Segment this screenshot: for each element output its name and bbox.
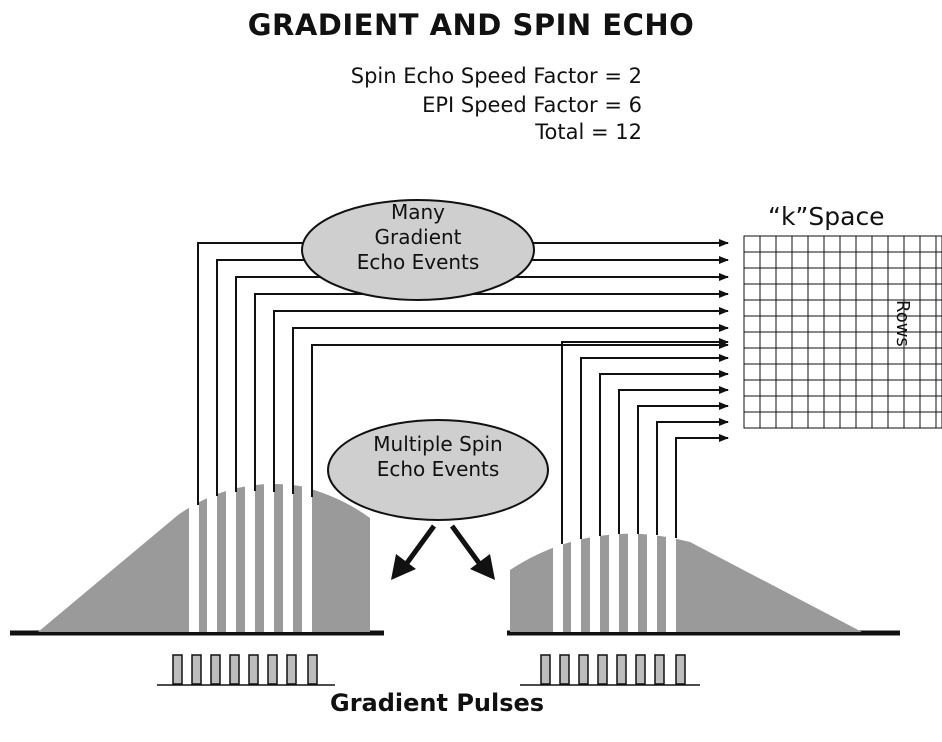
left-gradient-pulses: [172, 654, 318, 685]
arrow-to-left-echo: [391, 554, 416, 580]
spin-echo-events-label: Multiple Spin Echo Events: [326, 432, 550, 482]
kspace-label: “k”Space: [768, 202, 885, 231]
gradient-echo-line3: Echo Events: [356, 250, 480, 274]
left-readout-arrows: [197, 239, 729, 505]
gradient-pulses-label: Gradient Pulses: [330, 689, 545, 717]
kspace-grid: [743, 235, 942, 429]
total-speed-factor: Total = 12: [535, 120, 642, 144]
left-echo-slices: [189, 460, 312, 632]
spin-echo-line1: Multiple Spin: [373, 432, 503, 456]
gradient-echo-events-ellipse: [301, 199, 535, 301]
spin-echo-arrows: [391, 524, 495, 580]
left-echo-envelope: [38, 483, 370, 632]
spin-echo-line2: Echo Events: [376, 457, 500, 481]
right-readout-arrows: [561, 338, 729, 544]
diagram-title: GRADIENT AND SPIN ECHO: [247, 8, 695, 42]
epi-speed-factor: EPI Speed Factor = 6: [422, 93, 642, 117]
gradient-echo-events-label: Many Gradient Echo Events: [306, 200, 530, 275]
gradient-echo-line2: Gradient: [374, 225, 462, 249]
right-echo-slices: [553, 520, 676, 632]
spin-echo-speed-factor: Spin Echo Speed Factor = 2: [350, 64, 642, 88]
kspace-rows-label: Rows: [892, 300, 913, 347]
gradient-echo-line1: Many: [390, 200, 446, 224]
spin-echo-events-ellipse: [327, 419, 549, 521]
arrow-to-right-echo: [470, 554, 495, 580]
right-gradient-pulses: [540, 654, 686, 685]
